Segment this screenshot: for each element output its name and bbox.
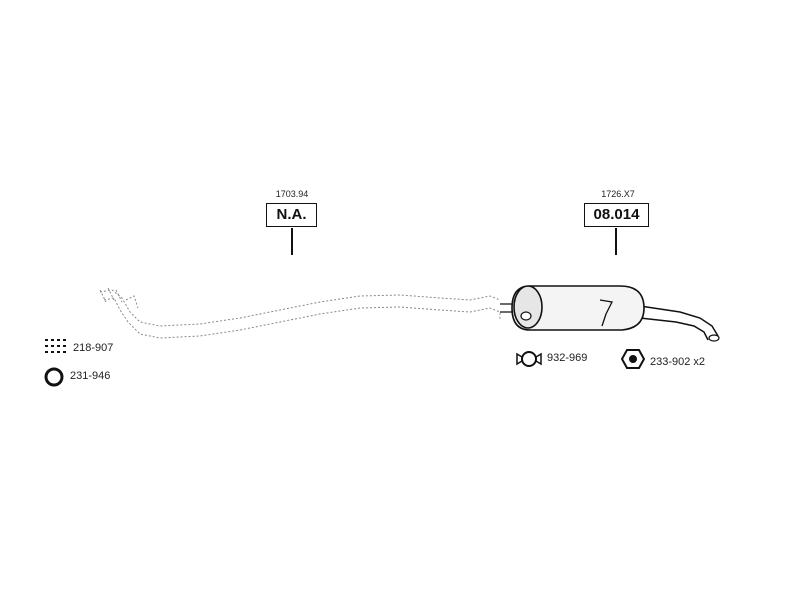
mounting-kit-icon [45, 339, 66, 353]
rear-silencer-leader-line [615, 228, 617, 255]
nut-icon [621, 349, 645, 369]
front-pipe-reference-box: N.A. [266, 203, 317, 227]
clamp-icon [516, 351, 542, 367]
fitting-label-231-946: 231-946 [70, 370, 111, 382]
rear-silencer-reference-box: 08.014 [584, 203, 649, 227]
front-pipe-leader-line [291, 228, 293, 255]
gasket-ring-icon [44, 367, 64, 387]
rear-silencer-part-number: 1726.X7 [601, 189, 635, 199]
fitting-label-932-969: 932-969 [547, 352, 588, 364]
front-pipe-part-number: 1703.94 [275, 189, 309, 199]
fitting-label-218-907: 218-907 [73, 342, 114, 354]
fitting-label-233-902: 233-902 x2 [650, 356, 706, 368]
